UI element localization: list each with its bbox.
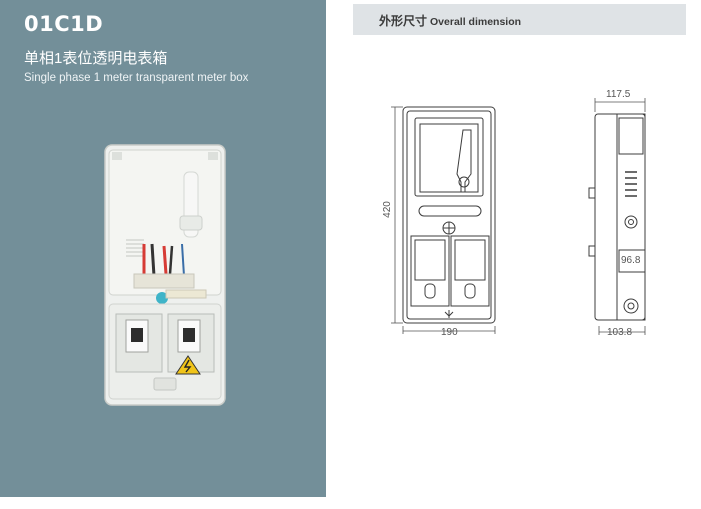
section-header-en: Overall dimension [430, 16, 522, 28]
model-code: 01C1D [24, 12, 104, 36]
product-panel: 01C1D 单相1表位透明电表箱 Single phase 1 meter tr… [0, 0, 326, 497]
product-title-cn: 单相1表位透明电表箱 [24, 50, 168, 67]
dimension-drawing: 420 190 117.5 96.8 103.8 [381, 88, 655, 340]
dim-depth-bottom-label: 103.8 [607, 327, 633, 338]
dimension-drawing-svg [391, 98, 646, 335]
dim-depth-mid-label: 96.8 [621, 255, 641, 266]
dim-width-label: 190 [441, 327, 458, 338]
product-title-en: Single phase 1 meter transparent meter b… [24, 72, 249, 84]
dim-height-label: 420 [381, 201, 393, 218]
lightning-warning-icon [175, 355, 201, 375]
product-photo [104, 144, 226, 406]
section-header-cn: 外形尺寸 [379, 14, 428, 28]
dim-depth-top-label: 117.5 [606, 89, 631, 100]
